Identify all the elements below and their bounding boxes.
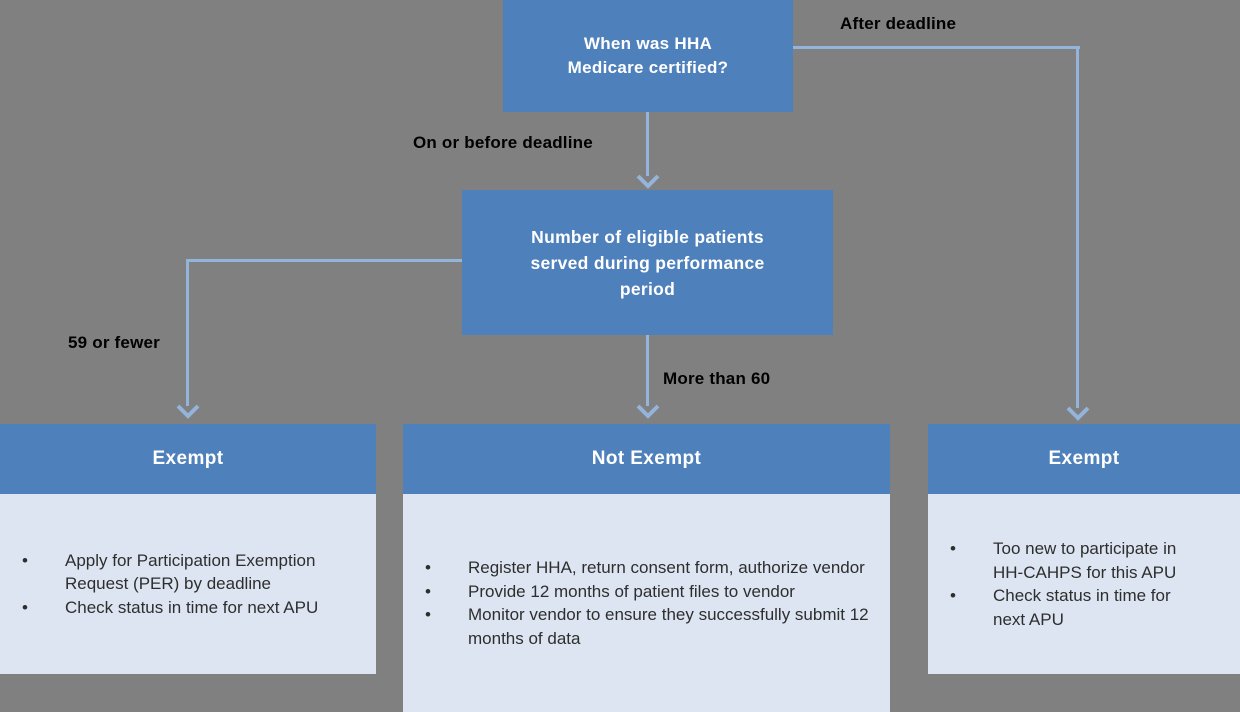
outcome-title: Exempt [0,424,376,494]
connector-after-deadline-vertical [1076,46,1079,408]
patients-box-line: period [619,278,676,299]
connector-more-than-60 [646,335,649,406]
list-item: Check status in time for next APU [0,596,376,620]
connector-question-to-patients [646,112,649,176]
edge-label-59-or-fewer: 59 or fewer [68,333,160,352]
patients-box-line: served during performance [530,252,765,273]
list-item: Apply for Participation Exemption Reques… [0,549,376,596]
outcome-box-not-exempt: Not Exempt Register HHA, return consent … [403,424,890,712]
question-box-line: When was HHA [583,34,713,53]
connector-59-or-fewer-horizontal [186,259,462,262]
outcome-title: Exempt [928,424,1240,494]
list-item: Too new to participate in HH-CAHPS for t… [928,537,1240,584]
outcome-body: Too new to participate in HH-CAHPS for t… [928,494,1240,674]
arrow-down-icon [176,404,200,419]
outcome-title: Not Exempt [403,424,890,494]
question-box-line: Medicare certified? [567,58,729,77]
outcome-bullets: Register HHA, return consent form, autho… [403,556,890,650]
arrow-down-icon [1066,406,1090,421]
edge-label-after-deadline: After deadline [840,14,957,33]
question-box: When was HHA Medicare certified? [503,0,793,112]
patients-box-line: Number of eligible patients [531,226,764,247]
list-item: Provide 12 months of patient files to ve… [403,580,890,604]
connector-59-or-fewer-vertical [186,259,189,406]
list-item: Monitor vendor to ensure they successful… [403,603,890,650]
list-item: Register HHA, return consent form, autho… [403,556,890,580]
list-item: Check status in time for next APU [928,584,1240,631]
outcome-bullets: Too new to participate in HH-CAHPS for t… [928,537,1240,631]
edge-label-more-than-60: More than 60 [663,369,771,388]
outcome-bullets: Apply for Participation Exemption Reques… [0,549,376,620]
arrow-down-icon [636,404,660,419]
outcome-body: Register HHA, return consent form, autho… [403,494,890,712]
connector-after-deadline-horizontal [793,46,1080,49]
outcome-body: Apply for Participation Exemption Reques… [0,494,376,674]
outcome-box-exempt-left: Exempt Apply for Participation Exemption… [0,424,376,674]
outcome-box-exempt-right: Exempt Too new to participate in HH-CAHP… [928,424,1240,674]
edge-label-on-or-before-deadline: On or before deadline [413,133,593,152]
arrow-down-icon [636,174,660,189]
patients-box: Number of eligible patients served durin… [462,190,833,335]
